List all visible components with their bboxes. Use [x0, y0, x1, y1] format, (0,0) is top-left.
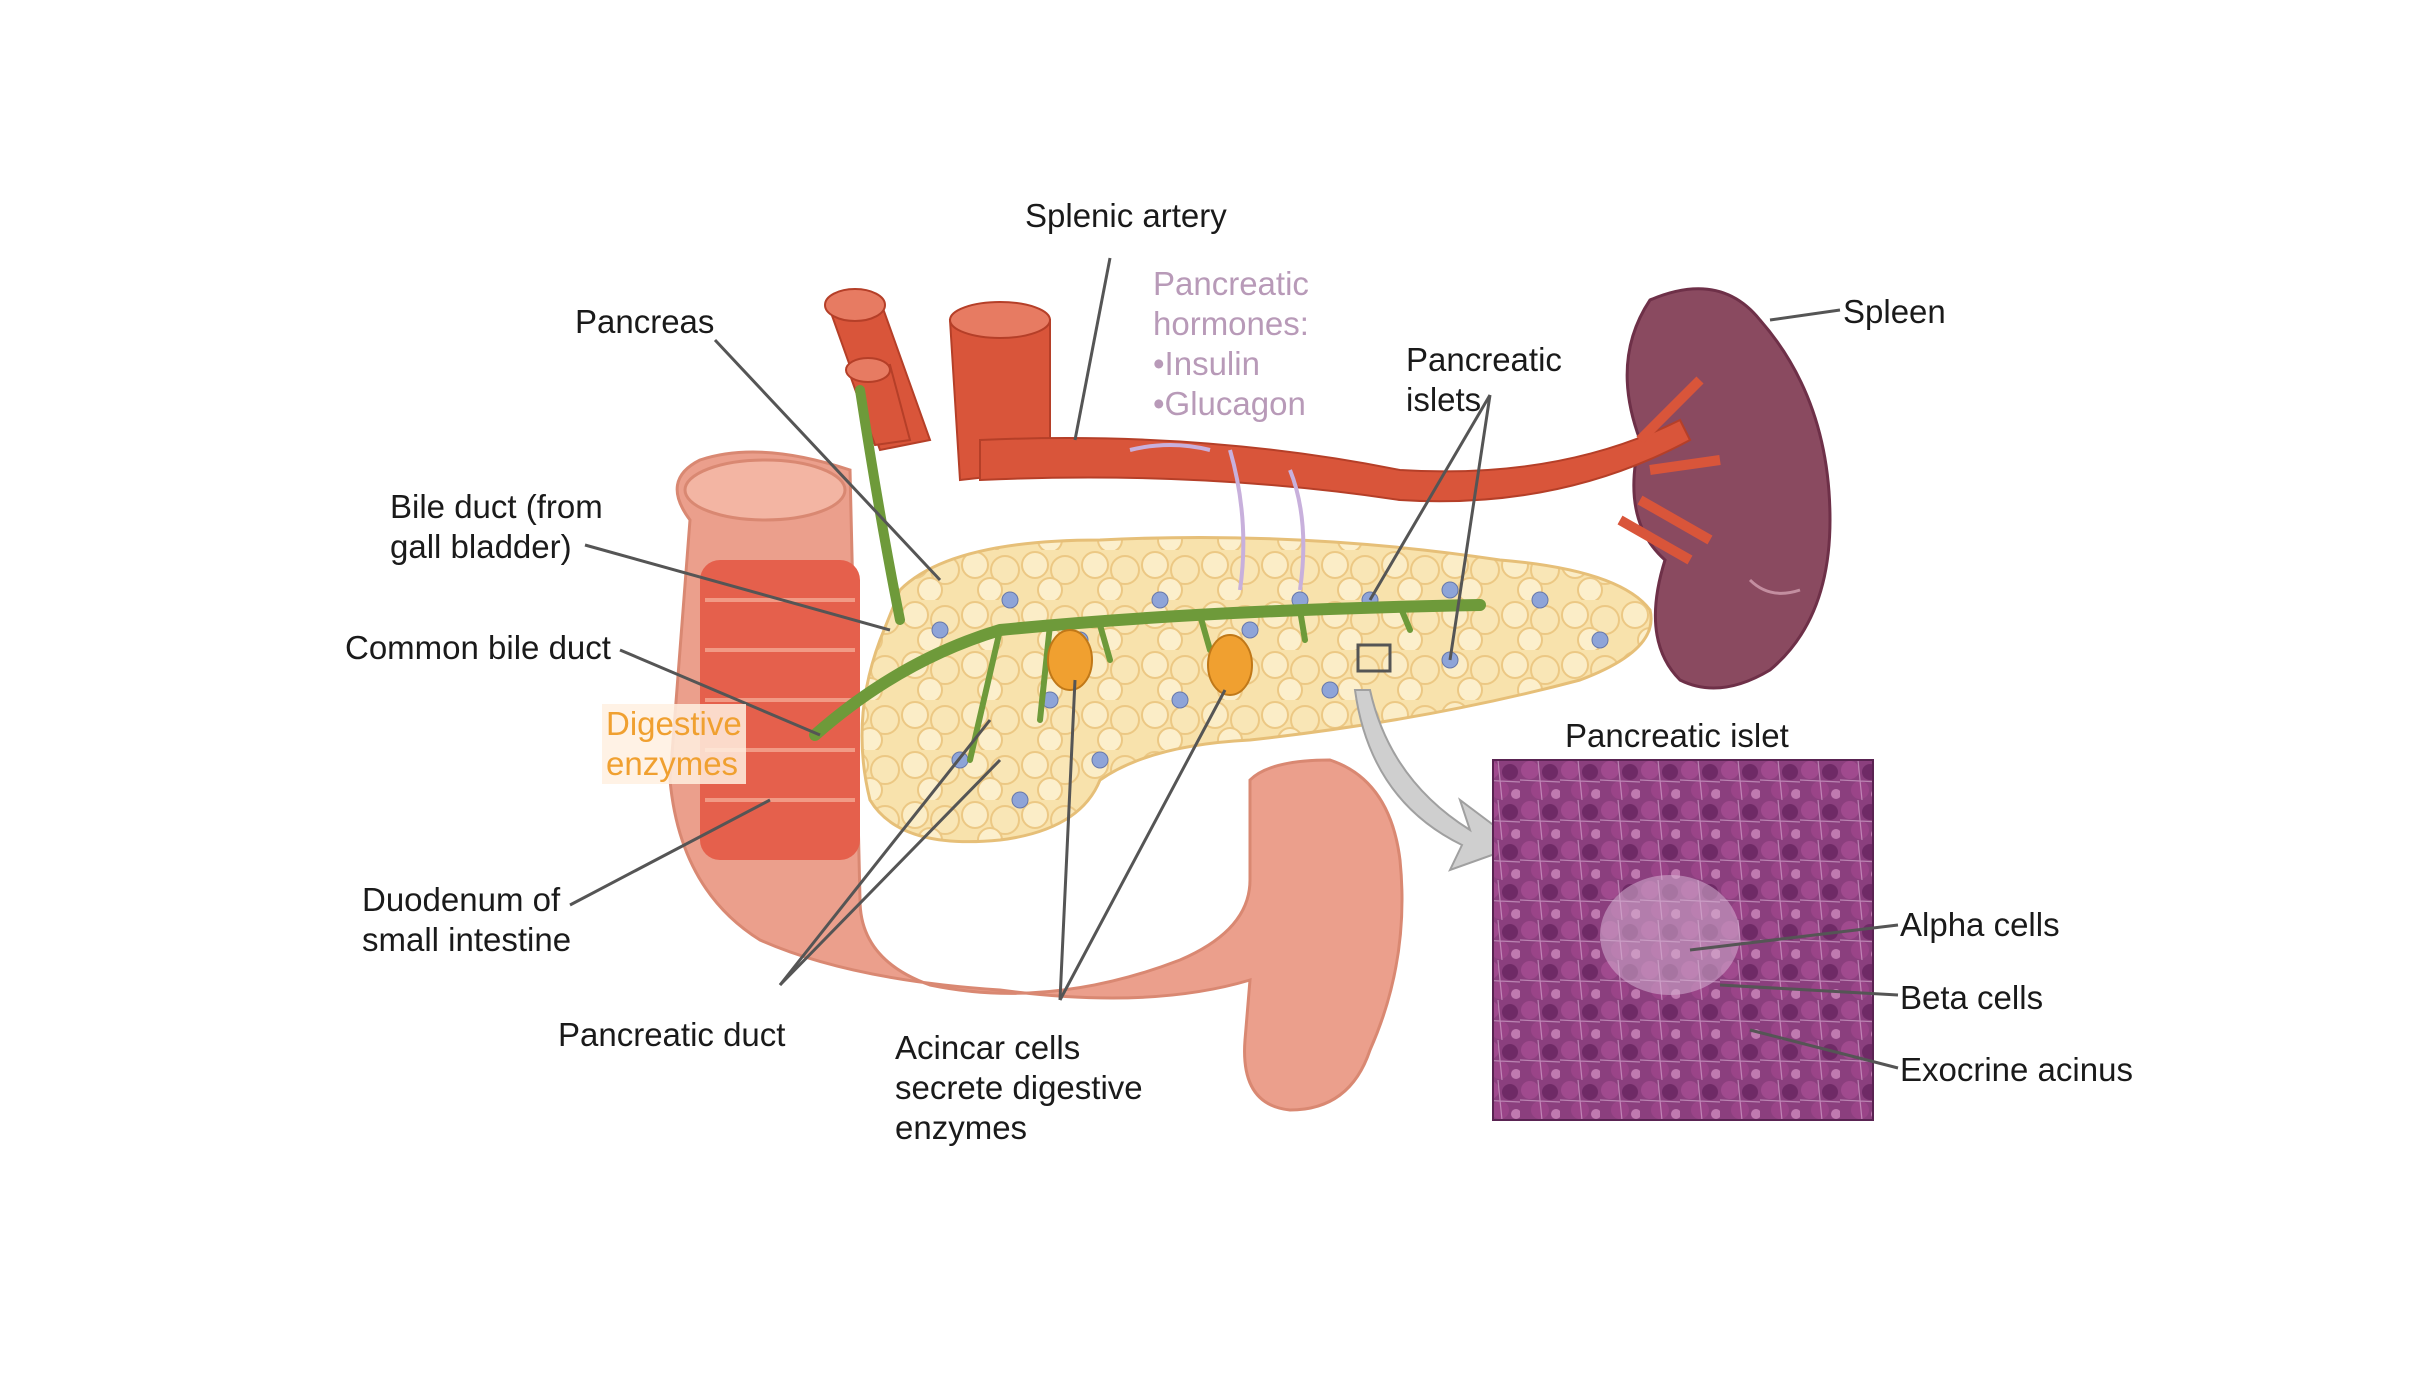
bile-duct-line-1: Bile duct (from [390, 488, 603, 525]
label-pancreatic-islets: Pancreatic islets [1406, 340, 1562, 420]
label-pancreatic-islet-title: Pancreatic islet [1565, 717, 1789, 754]
label-pancreatic-hormones: Pancreatic hormones: •Insulin •Glucagon [1153, 264, 1309, 424]
spleen [1625, 287, 1832, 690]
label-pancreas: Pancreas [575, 303, 715, 340]
label-common-bile-duct: Common bile duct [345, 629, 611, 666]
label-acinar-cells: Acincar cells secrete digestive enzymes [895, 1028, 1143, 1148]
label-alpha-cells: Alpha cells [1900, 906, 2060, 943]
hormones-line-3: •Insulin [1153, 345, 1260, 382]
pancreatic-duct [809, 385, 1486, 763]
duodenum-line-1: Duodenum of [362, 881, 561, 918]
label-pancreatic-duct: Pancreatic duct [558, 1016, 786, 1053]
label-digestive-enzymes: Digestive enzymes [602, 704, 746, 784]
enzymes-line-1: Digestive [606, 705, 742, 742]
duodenum [668, 450, 1404, 1112]
acinar-line-3: enzymes [895, 1109, 1028, 1146]
hormone-vessels [1129, 443, 1306, 591]
islets-line-1: Pancreatic [1406, 341, 1562, 378]
label-bile-duct: Bile duct (from gall bladder) [390, 487, 603, 567]
hormones-line-1: Pancreatic [1153, 265, 1309, 302]
hormones-line-4: •Glucagon [1153, 385, 1306, 422]
bile-duct-line-2: gall bladder) [390, 528, 572, 565]
label-beta-cells: Beta cells [1900, 979, 2044, 1016]
label-exocrine-acinus: Exocrine acinus [1900, 1051, 2133, 1088]
acinar-line-1: Acincar cells [895, 1029, 1081, 1066]
hormones-line-2: hormones: [1153, 305, 1309, 342]
zoom-box [1356, 643, 1392, 673]
label-duodenum: Duodenum of small intestine [362, 880, 571, 960]
duodenum-line-2: small intestine [362, 921, 572, 958]
acinar-line-2: secrete digestive [895, 1069, 1143, 1106]
enzymes-line-2: enzymes [606, 745, 739, 782]
zoom-arrow [1353, 689, 1523, 872]
label-spleen: Spleen [1843, 293, 1946, 330]
leader-lines [569, 257, 1899, 1070]
pancreas [860, 536, 1653, 844]
islets-line-2: islets [1406, 381, 1482, 418]
label-splenic-artery: Splenic artery [1025, 197, 1227, 234]
splenic-artery [824, 288, 1721, 565]
acinar-clusters [1047, 629, 1253, 696]
